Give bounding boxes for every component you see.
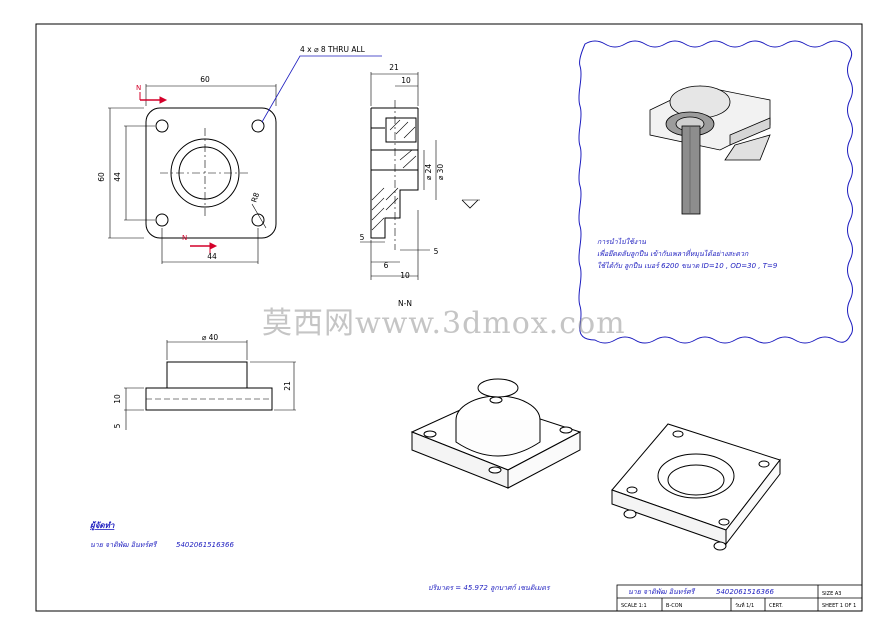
watermark: 莫西网www.3dmox.com xyxy=(262,306,626,341)
section-label-n-bottom: N xyxy=(182,234,187,242)
title-block-cell-a: B-CON xyxy=(666,603,683,609)
title-block-size: SIZE A3 xyxy=(822,591,841,597)
dim-10-bottom: 10 xyxy=(400,271,410,280)
section-view xyxy=(360,72,480,280)
dia-24: ⌀ 24 xyxy=(424,164,433,181)
dim-5-left: 5 xyxy=(360,233,365,242)
bottom-note: ปริมาตร = 45.972 ลูกบาศก์ เซนติเมตร xyxy=(428,583,551,592)
dim-height-21: 21 xyxy=(283,381,292,391)
isometric-view-1 xyxy=(410,378,582,489)
note-heading: การนำไปใช้งาน xyxy=(597,237,646,246)
author-label: ผู้จัดทำ xyxy=(90,521,115,531)
dim-r8: R8 xyxy=(249,191,261,204)
section-title: N-N xyxy=(398,299,412,308)
dim-10-top: 10 xyxy=(401,76,411,85)
dim-60-width: 60 xyxy=(200,75,210,84)
dim-5-front: 5 xyxy=(113,423,122,428)
front-view xyxy=(124,340,296,430)
bolt-hole-tl xyxy=(155,119,169,133)
dim-6: 6 xyxy=(384,261,389,270)
flange-outline xyxy=(145,107,277,239)
title-block-id: 5402061516366 xyxy=(716,588,774,596)
section-label-n-top: N xyxy=(136,84,141,92)
isometric-view-2 xyxy=(611,423,781,551)
title-block xyxy=(616,584,863,612)
section-preview-3d xyxy=(649,85,771,215)
dia-40: ⌀ 40 xyxy=(202,333,219,342)
note-cloud-border xyxy=(578,40,853,344)
section-marks xyxy=(139,92,218,254)
note-line-3: ใช้ได้กับ ลูกปืน เบอร์ 6200 ขนาด ID=10 ,… xyxy=(597,261,778,270)
note-line-2: เพื่อยึดตลับลูกปืน เข้ากับเพลาที่หมุนได้… xyxy=(597,248,749,258)
dim-5-right: 5 xyxy=(434,247,439,256)
top-view xyxy=(108,55,382,264)
title-block-sheet: SHEET 1 OF 1 xyxy=(822,603,856,609)
dim-60-height: 60 xyxy=(97,172,106,182)
bolt-hole-tr xyxy=(251,119,265,133)
section-hatch xyxy=(371,119,417,231)
bolt-hole-bl xyxy=(155,213,169,227)
title-block-scale: SCALE 1:1 xyxy=(621,603,647,609)
title-block-date: วันที่ 1/1 xyxy=(735,602,754,609)
hole-callout: 4 x ⌀ 8 THRU ALL xyxy=(300,45,366,54)
bolt-hole-br xyxy=(251,213,265,227)
dim-44-horizontal: 44 xyxy=(207,252,217,261)
author-name: นาย จาติพัฒ อินทร์ศรี xyxy=(90,540,158,549)
dim-21: 21 xyxy=(389,63,399,72)
dim-44-vertical: 44 xyxy=(113,172,122,182)
title-block-name: นาย จาติพัฒ อินทร์ศรี xyxy=(628,587,696,596)
dia-30: ⌀ 30 xyxy=(436,164,445,181)
sheet-border xyxy=(35,23,863,612)
dim-10-front: 10 xyxy=(113,394,122,404)
title-block-cert: CERT. xyxy=(769,603,783,609)
author-id: 5402061516366 xyxy=(176,541,234,549)
